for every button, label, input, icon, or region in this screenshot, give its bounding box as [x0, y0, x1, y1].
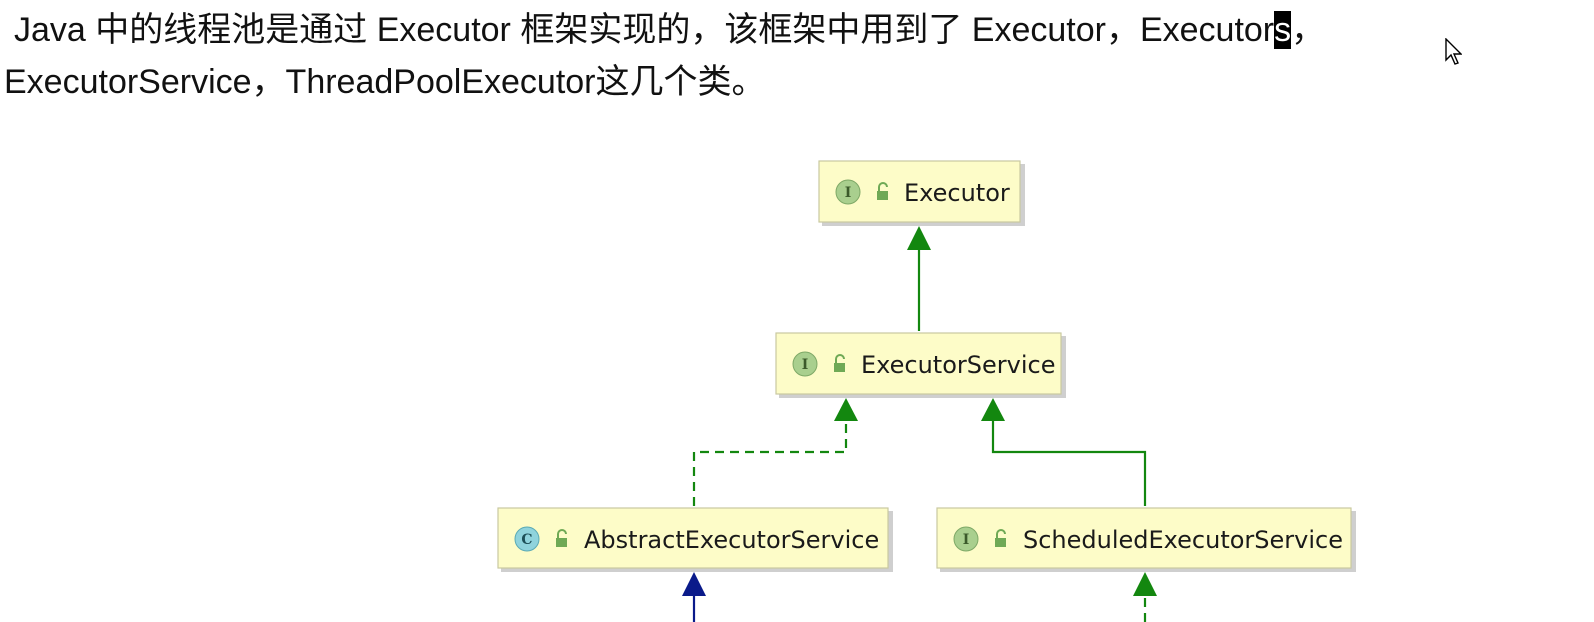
- interface-badge-letter: I: [963, 532, 970, 548]
- paragraph-line-2: ExecutorService，ThreadPoolExecutor这几个类。: [4, 63, 766, 101]
- node-executor[interactable]: I Executor: [818, 160, 1025, 226]
- unlock-icon: [556, 529, 567, 547]
- interface-icon: [792, 351, 818, 377]
- edge-scheduled-to-executor-service: [981, 398, 1147, 506]
- unlock-icon: [834, 354, 845, 372]
- node-executor-service-label: ExecutorService: [861, 351, 1055, 379]
- unlock-icon: [995, 529, 1006, 547]
- node-scheduled-executor-service-label: ScheduledExecutorService: [1023, 526, 1343, 554]
- edge-executor-service-to-executor: [907, 226, 931, 331]
- mouse-pointer-icon: [1445, 38, 1462, 65]
- edge-subclass-to-abstract-partial: [682, 572, 706, 622]
- edge-abstract-to-executor-service: [692, 398, 858, 506]
- node-executor-service[interactable]: I ExecutorService: [775, 332, 1066, 398]
- paragraph-line-1-end: ，: [1291, 11, 1326, 49]
- interface-icon: [835, 179, 861, 205]
- interface-icon: [953, 526, 979, 552]
- edge-subclass-to-scheduled-partial: [1133, 572, 1157, 622]
- interface-badge-letter: I: [802, 357, 809, 373]
- interface-badge-letter: I: [845, 185, 852, 201]
- node-abstract-executor-service-label: AbstractExecutorService: [584, 526, 879, 554]
- class-icon: [514, 526, 540, 552]
- class-badge-letter: C: [521, 532, 532, 548]
- description-paragraph: Java 中的线程池是通过 Executor 框架实现的，该框架中用到了 Exe…: [4, 4, 1564, 108]
- node-abstract-executor-service[interactable]: C AbstractExecutorService: [497, 507, 893, 572]
- unlock-icon: [877, 182, 888, 200]
- node-executor-label: Executor: [904, 179, 1010, 207]
- text-selection-highlight: s: [1274, 11, 1292, 49]
- paragraph-line-1-text: Java 中的线程池是通过 Executor 框架实现的，该框架中用到了 Exe…: [14, 11, 1275, 49]
- paragraph-line-1: Java 中的线程池是通过 Executor 框架实现的，该框架中用到了 Exe…: [4, 4, 1564, 56]
- node-scheduled-executor-service[interactable]: I ScheduledExecutorService: [936, 507, 1356, 572]
